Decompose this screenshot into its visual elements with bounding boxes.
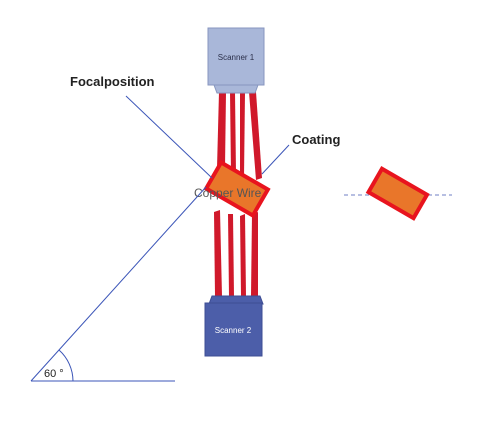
angle-label: 60 ° bbox=[44, 368, 64, 380]
upper-beam-center-right bbox=[240, 92, 245, 178]
lower-beam-center-left bbox=[228, 214, 234, 296]
lower-beams bbox=[214, 210, 258, 296]
scanner-2-lens bbox=[208, 295, 264, 305]
focalposition-label: Focalposition bbox=[70, 74, 155, 89]
coating-label: Coating bbox=[292, 132, 340, 147]
scanner-1-label: Scanner 1 bbox=[218, 53, 255, 62]
focalposition-pointer bbox=[125, 95, 213, 179]
upper-beams bbox=[217, 92, 262, 180]
incline-line bbox=[30, 186, 207, 382]
lower-beam-center-right bbox=[240, 214, 246, 296]
lower-beam-right bbox=[251, 212, 258, 296]
rotated-sample bbox=[365, 166, 430, 221]
scanner-1: Scanner 1 bbox=[207, 27, 265, 94]
angle-arc bbox=[58, 349, 74, 382]
coating-outline bbox=[203, 159, 271, 219]
scanner-1-lens bbox=[213, 84, 259, 94]
copper-wire-label: Copper Wire bbox=[194, 186, 262, 200]
upper-beam-right bbox=[249, 92, 262, 180]
scanner-2: Scanner 2 bbox=[204, 295, 264, 357]
scanner-2-body bbox=[204, 302, 263, 357]
rotated-sample-body bbox=[365, 166, 430, 221]
coating-pointer bbox=[261, 144, 290, 175]
upper-beam-left bbox=[217, 92, 226, 168]
copper-wire-sample bbox=[203, 159, 271, 219]
lower-beam-left bbox=[214, 210, 222, 296]
upper-beam-center-left bbox=[230, 92, 236, 174]
scanner-2-label: Scanner 2 bbox=[215, 326, 252, 335]
